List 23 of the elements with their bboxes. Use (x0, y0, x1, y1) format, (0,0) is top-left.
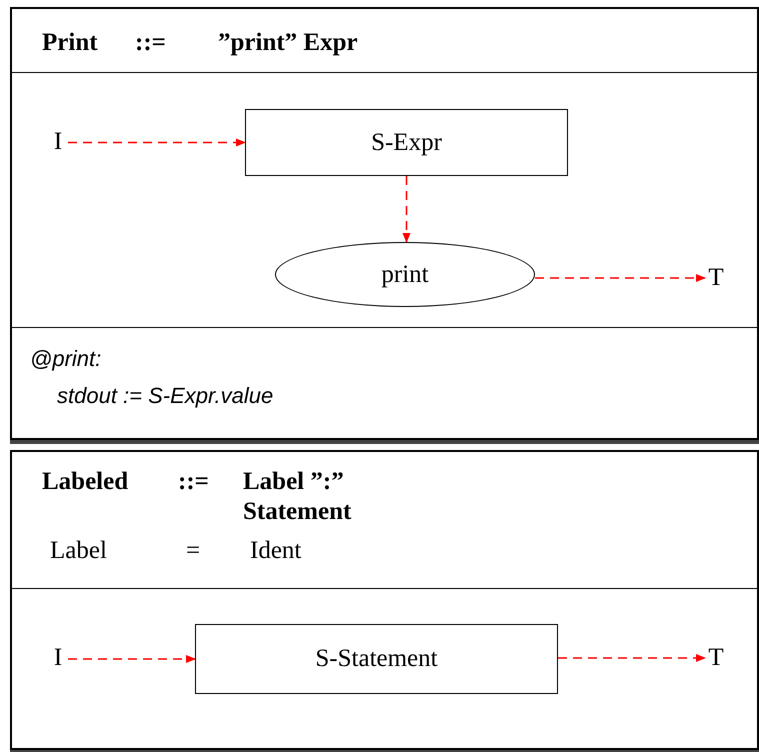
terminal-label: I (48, 127, 68, 157)
process-ellipse: print (275, 242, 535, 307)
rule-operator: ::= (135, 28, 166, 58)
rule-name: Labeled (42, 467, 128, 497)
note-text: @print: (30, 345, 102, 373)
note-text: stdout := S-Expr.value (57, 382, 274, 410)
dashed-arrow (535, 274, 706, 282)
dashed-arrow (68, 655, 196, 663)
terminal-label: T (705, 263, 727, 293)
terminal-label: I (48, 643, 68, 673)
dashed-arrow (402, 176, 410, 243)
terminal-label: T (705, 643, 727, 673)
process-box: S-Statement (195, 624, 558, 694)
rule-body: ”print” Expr (218, 28, 358, 58)
rule-operator: ::= (178, 467, 209, 497)
dashed-arrow (68, 138, 246, 146)
rule-body: Ident (250, 536, 302, 566)
process-box: S-Expr (245, 109, 568, 176)
rule-name: Print (42, 28, 98, 58)
dashed-arrow (558, 654, 706, 662)
rule-name: Label (50, 536, 107, 566)
rule-body: Label ”:” Statement (243, 467, 352, 527)
rule-operator: = (186, 536, 200, 566)
